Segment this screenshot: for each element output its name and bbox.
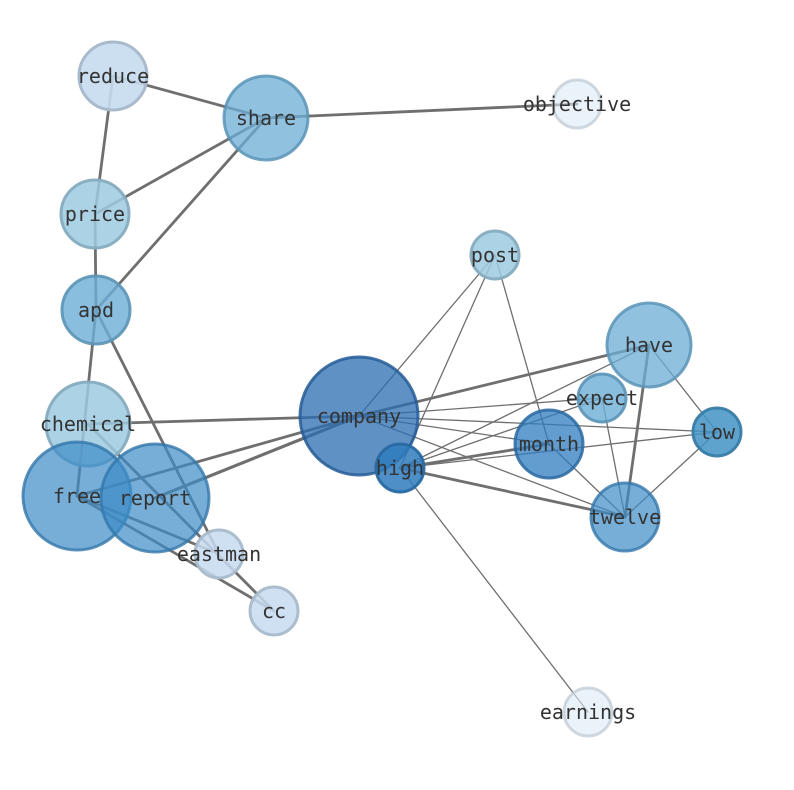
node-label-earnings: earnings: [540, 700, 636, 724]
node-label-month: month: [519, 432, 579, 456]
node-apd[interactable]: [60, 274, 132, 346]
node-expect[interactable]: [576, 372, 628, 424]
node-label-eastman: eastman: [177, 542, 261, 566]
node-label-apd: apd: [78, 298, 114, 322]
node-label-cc: cc: [262, 599, 286, 623]
node-label-report: report: [119, 486, 191, 510]
node-label-price: price: [65, 202, 125, 226]
node-label-free: free: [53, 484, 101, 508]
node-low[interactable]: [691, 406, 743, 458]
node-label-twelve: twelve: [589, 505, 661, 529]
edge-share-objective: [264, 102, 579, 120]
labels-layer: reduce share objective price post apd have expe…: [40, 64, 736, 724]
node-label-objective: objective: [523, 92, 631, 116]
node-price[interactable]: [59, 178, 131, 250]
node-reduce[interactable]: [77, 40, 149, 112]
node-label-post: post: [471, 243, 519, 267]
node-earnings[interactable]: [562, 686, 614, 738]
edge-expect-high: [399, 397, 603, 469]
node-high[interactable]: [374, 442, 426, 494]
node-cc[interactable]: [248, 585, 300, 637]
node-label-low: low: [699, 420, 736, 444]
node-eastman[interactable]: [193, 528, 245, 580]
node-label-have: have: [625, 333, 673, 357]
node-label-reduce: reduce: [77, 64, 149, 88]
edge-high-earnings: [399, 467, 589, 713]
nodes-layer: [21, 40, 743, 738]
node-post[interactable]: [469, 229, 521, 281]
node-month[interactable]: [513, 408, 585, 480]
node-label-company: company: [317, 404, 401, 428]
node-label-high: high: [376, 456, 424, 480]
node-label-share: share: [236, 106, 296, 130]
node-label-expect: expect: [566, 386, 638, 410]
node-objective[interactable]: [551, 78, 603, 130]
edge-have-high: [399, 344, 650, 469]
edge-high-twelve: [398, 466, 627, 519]
node-report[interactable]: [99, 442, 211, 554]
node-twelve[interactable]: [589, 481, 661, 553]
node-share[interactable]: [222, 74, 310, 162]
node-have[interactable]: [605, 301, 693, 389]
node-label-chemical: chemical: [40, 412, 136, 436]
